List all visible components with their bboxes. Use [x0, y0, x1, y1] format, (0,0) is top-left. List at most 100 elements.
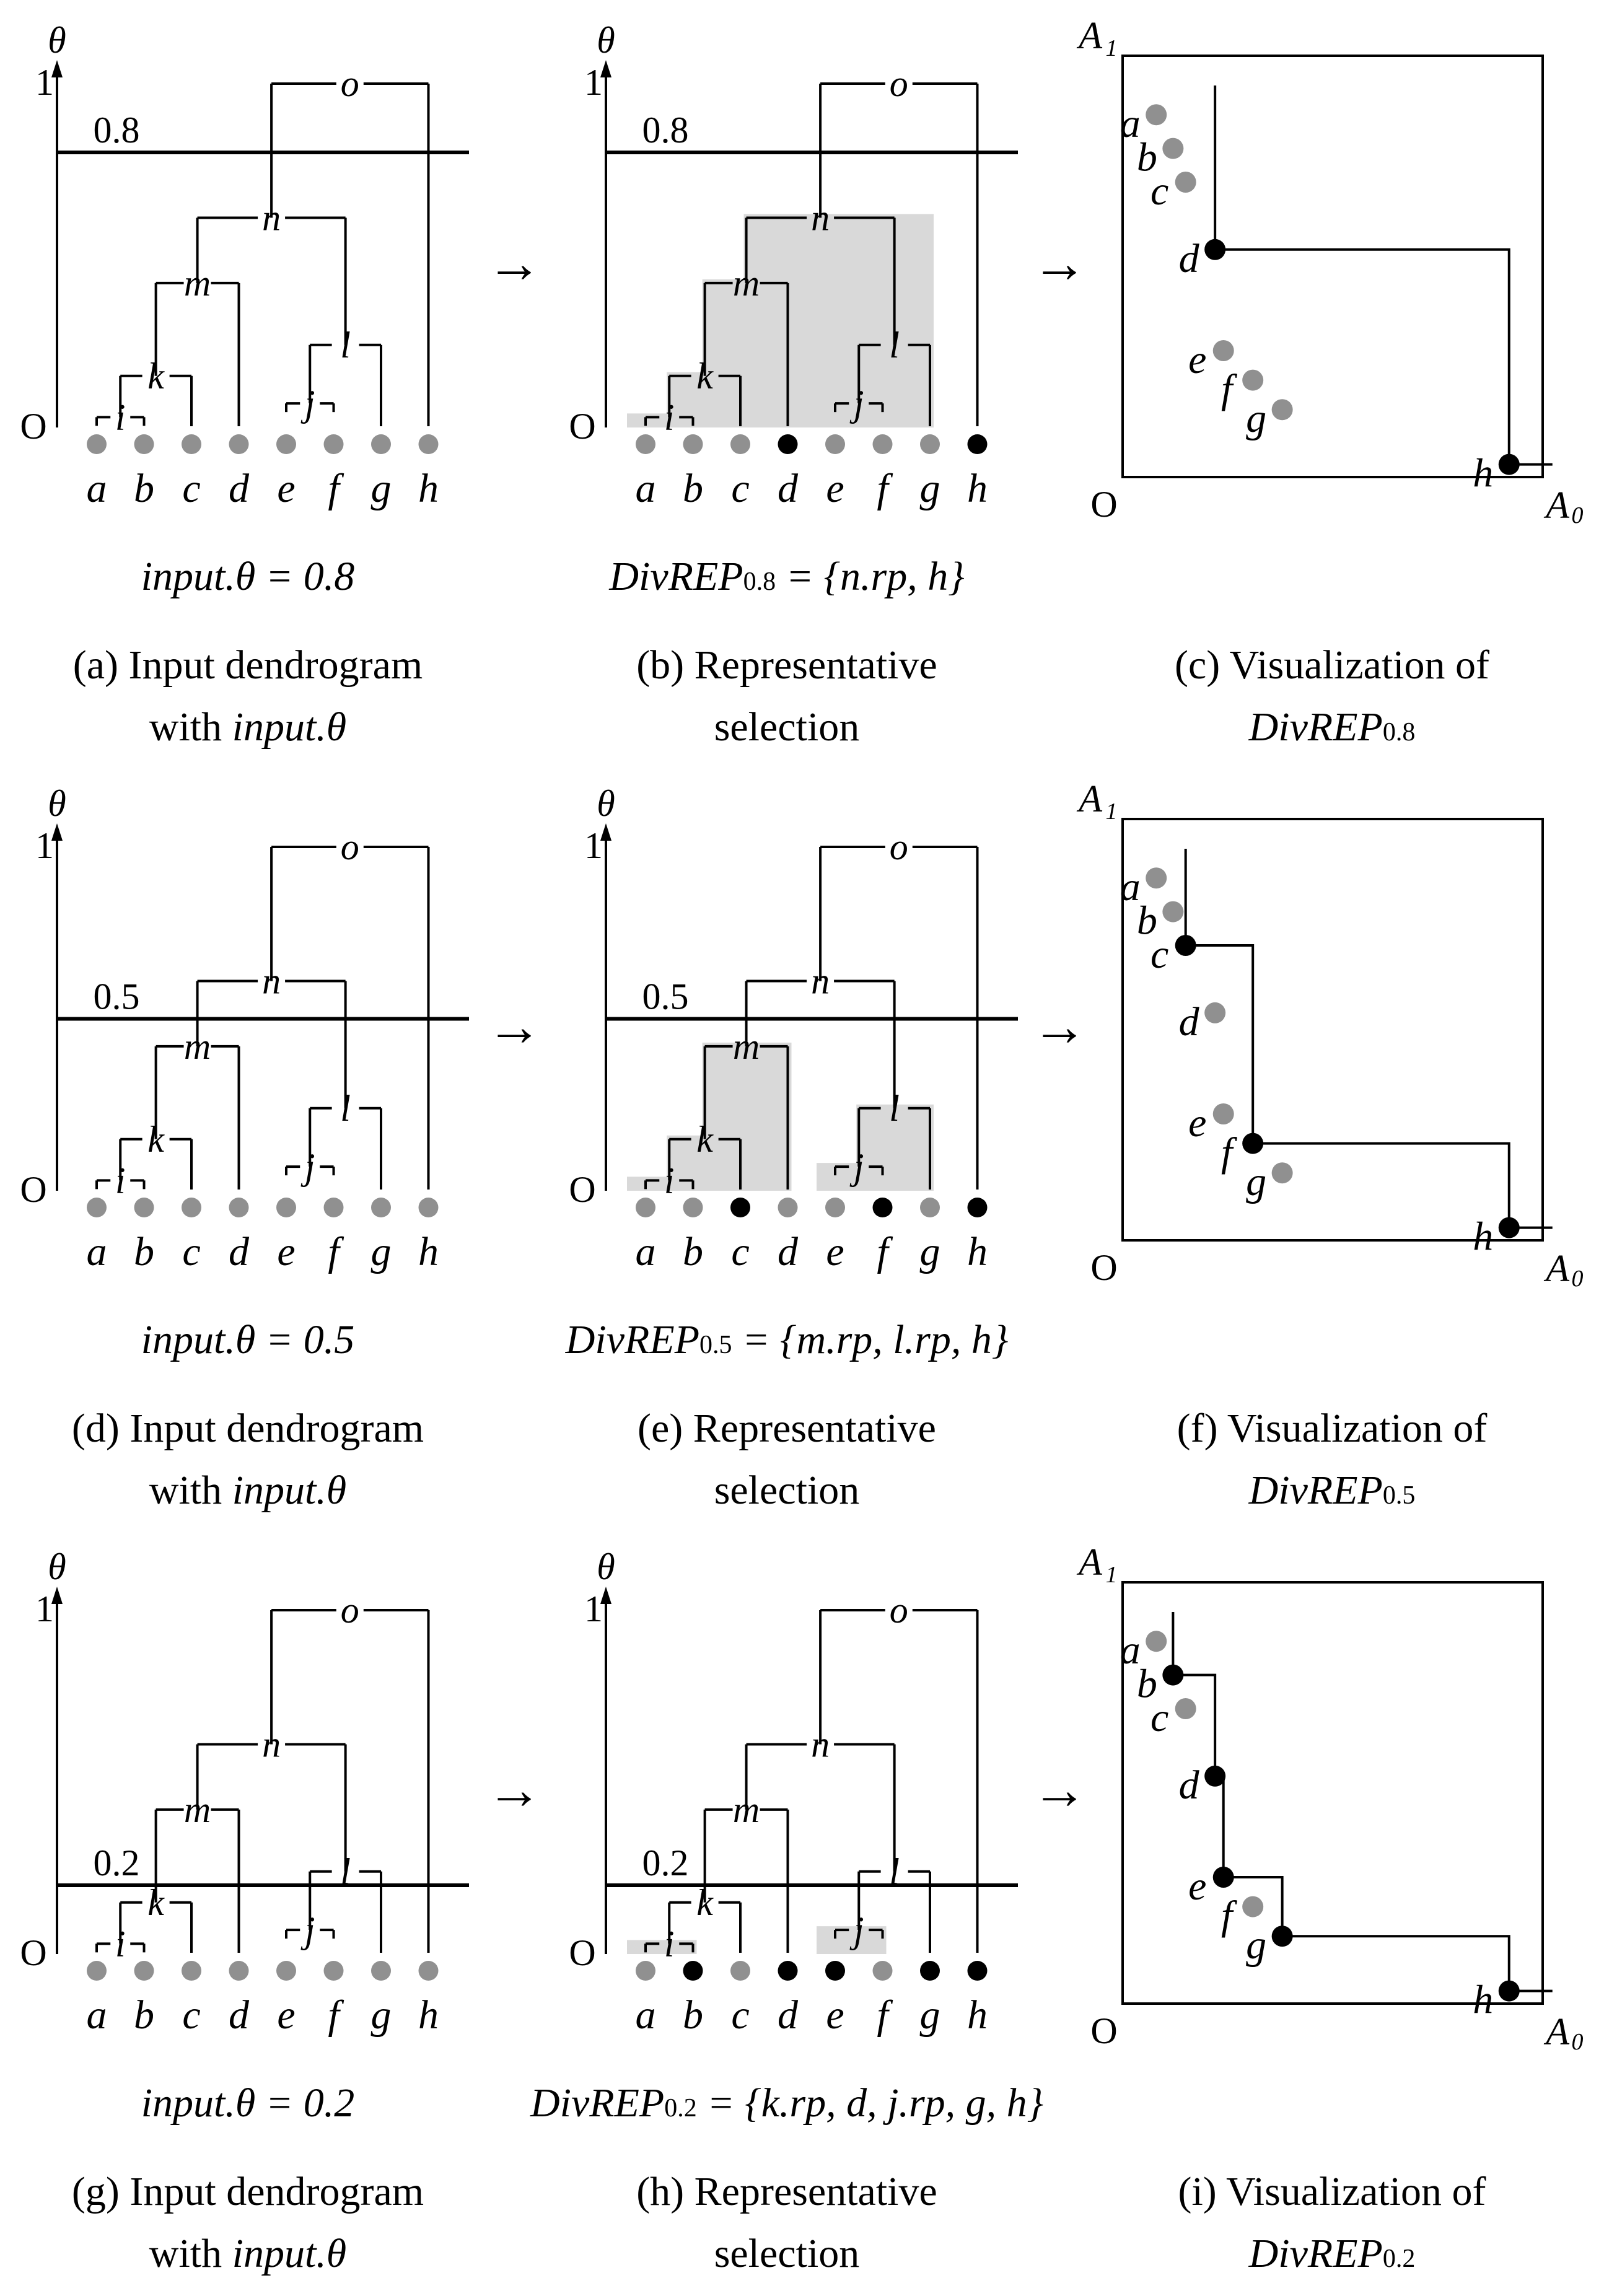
caption-divrep-sub: 0.8: [1383, 718, 1416, 747]
leaf-label-b: b: [683, 1229, 703, 1274]
theta-axis-arrow: [51, 1587, 63, 1604]
origin-label: O: [569, 1932, 595, 1973]
leaf-label-c: c: [182, 1992, 200, 2038]
leaf-label-d: d: [778, 466, 799, 511]
theta-top-tick: 1: [35, 1588, 54, 1629]
leaf-label-h: h: [418, 1992, 439, 2038]
node-label-j: j: [300, 383, 315, 424]
divrep-subscript: 0.2: [664, 2094, 697, 2123]
caption-selection-line1: (b) Representative: [636, 642, 937, 688]
viz-point-g: [1271, 399, 1293, 421]
viz-point-h: [1498, 454, 1520, 475]
node-label-o: o: [341, 63, 359, 104]
leaf-point-g: [920, 1198, 940, 1217]
viz-point-g: [1271, 1162, 1293, 1184]
leaf-label-e: e: [826, 466, 844, 511]
viz-point-c: [1175, 1698, 1196, 1719]
y-attr-label: A: [1076, 15, 1103, 57]
leaf-point-b: [134, 1961, 154, 1981]
leaf-label-e: e: [826, 1992, 844, 2038]
theta-axis-arrow: [51, 823, 63, 841]
leaf-label-g: g: [920, 466, 940, 511]
theta-symbol: θ: [48, 783, 66, 824]
node-label-o: o: [341, 826, 359, 867]
caption-divrep-sub: 0.2: [1383, 2245, 1416, 2273]
leaf-point-c: [730, 1198, 750, 1217]
viz-frame: [1121, 1581, 1544, 2005]
leaf-point-c: [182, 434, 201, 454]
node-label-o: o: [890, 1590, 908, 1631]
leaf-point-d: [229, 434, 249, 454]
viz-point-b: [1162, 138, 1184, 159]
leaf-label-g: g: [371, 1992, 392, 2038]
viz-point-label-a: a: [1120, 1628, 1141, 1673]
leaf-point-d: [229, 1961, 249, 1981]
leaf-point-e: [825, 434, 845, 454]
leaf-label-f: f: [877, 1229, 893, 1274]
y-attr-sub: 1: [1106, 799, 1118, 825]
leaf-label-c: c: [182, 466, 200, 511]
arrow-right: →: [1032, 1759, 1087, 1821]
leaf-point-h: [967, 434, 988, 454]
arrow-right: →: [486, 996, 542, 1058]
leaf-point-b: [683, 1961, 703, 1981]
leaf-point-f: [323, 1198, 344, 1217]
viz-point-label-c: c: [1150, 1695, 1168, 1740]
theta-symbol: θ: [597, 783, 615, 824]
leaf-label-g: g: [920, 1229, 940, 1274]
caption-with: with: [149, 1468, 232, 1513]
theta-top-tick: 1: [584, 62, 603, 103]
caption-viz-line1: (i) Visualization of: [1178, 2169, 1486, 2214]
viz-point-label-c: c: [1150, 932, 1168, 977]
leaf-label-c: c: [731, 1992, 749, 2038]
leaf-point-f: [323, 434, 344, 454]
leaf-point-d: [778, 1198, 798, 1217]
leaf-label-f: f: [328, 466, 344, 511]
viz-frame: [1121, 818, 1544, 1242]
theta-axis-arrow: [600, 60, 611, 77]
arrow-right: →: [1032, 996, 1087, 1058]
origin-label: O: [569, 406, 595, 447]
origin-label: O: [20, 1169, 46, 1210]
divrep-subscript: 0.5: [699, 1331, 732, 1359]
leaf-label-a: a: [87, 1992, 107, 2038]
x-attr-label: A: [1543, 484, 1570, 527]
theta-axis-arrow: [600, 823, 611, 841]
leaf-label-b: b: [134, 1229, 154, 1274]
viz-point-d: [1204, 239, 1226, 260]
threshold-label: 0.8: [642, 110, 689, 151]
theta-symbol: θ: [48, 20, 66, 61]
viz-point-label-f: f: [1221, 367, 1237, 412]
divrep-subscript: 0.8: [743, 567, 776, 596]
leaf-point-f: [872, 1198, 893, 1217]
threshold-label: 0.5: [94, 976, 140, 1017]
node-label-j: j: [300, 1146, 315, 1187]
node-label-o: o: [341, 1590, 359, 1631]
divrep-name: DivREP: [608, 554, 743, 599]
leaf-point-a: [636, 434, 655, 454]
caption-selection-line2: selection: [714, 1468, 860, 1513]
leaf-label-b: b: [134, 466, 154, 511]
leaf-point-e: [276, 434, 296, 454]
viz-point-e: [1212, 1103, 1234, 1124]
leaf-label-h: h: [967, 466, 988, 511]
viz-point-label-c: c: [1150, 169, 1168, 214]
divrep-set: = {m.rp, l.rp, h}: [732, 1317, 1009, 1362]
caption-divrep: DivREP: [1248, 704, 1383, 750]
leaf-point-e: [825, 1961, 845, 1981]
leaf-label-h: h: [967, 1229, 988, 1274]
x-attr-sub: 0: [1572, 502, 1584, 528]
caption-with: with: [149, 2231, 232, 2276]
node-label-o: o: [890, 63, 908, 104]
origin-label: O: [569, 1169, 595, 1210]
caption-selection-line2: selection: [714, 704, 860, 750]
leaf-point-b: [134, 1198, 154, 1217]
leaf-point-g: [371, 1961, 391, 1981]
divrep-label: DivREP0.2 = {k.rp, d, j.rp, g, h}: [530, 2080, 1043, 2126]
input-theta-label: input.θ = 0.8: [141, 554, 355, 599]
viz-point-label-e: e: [1188, 337, 1206, 382]
theta-symbol: θ: [48, 1546, 66, 1587]
theta-top-tick: 1: [584, 825, 603, 866]
